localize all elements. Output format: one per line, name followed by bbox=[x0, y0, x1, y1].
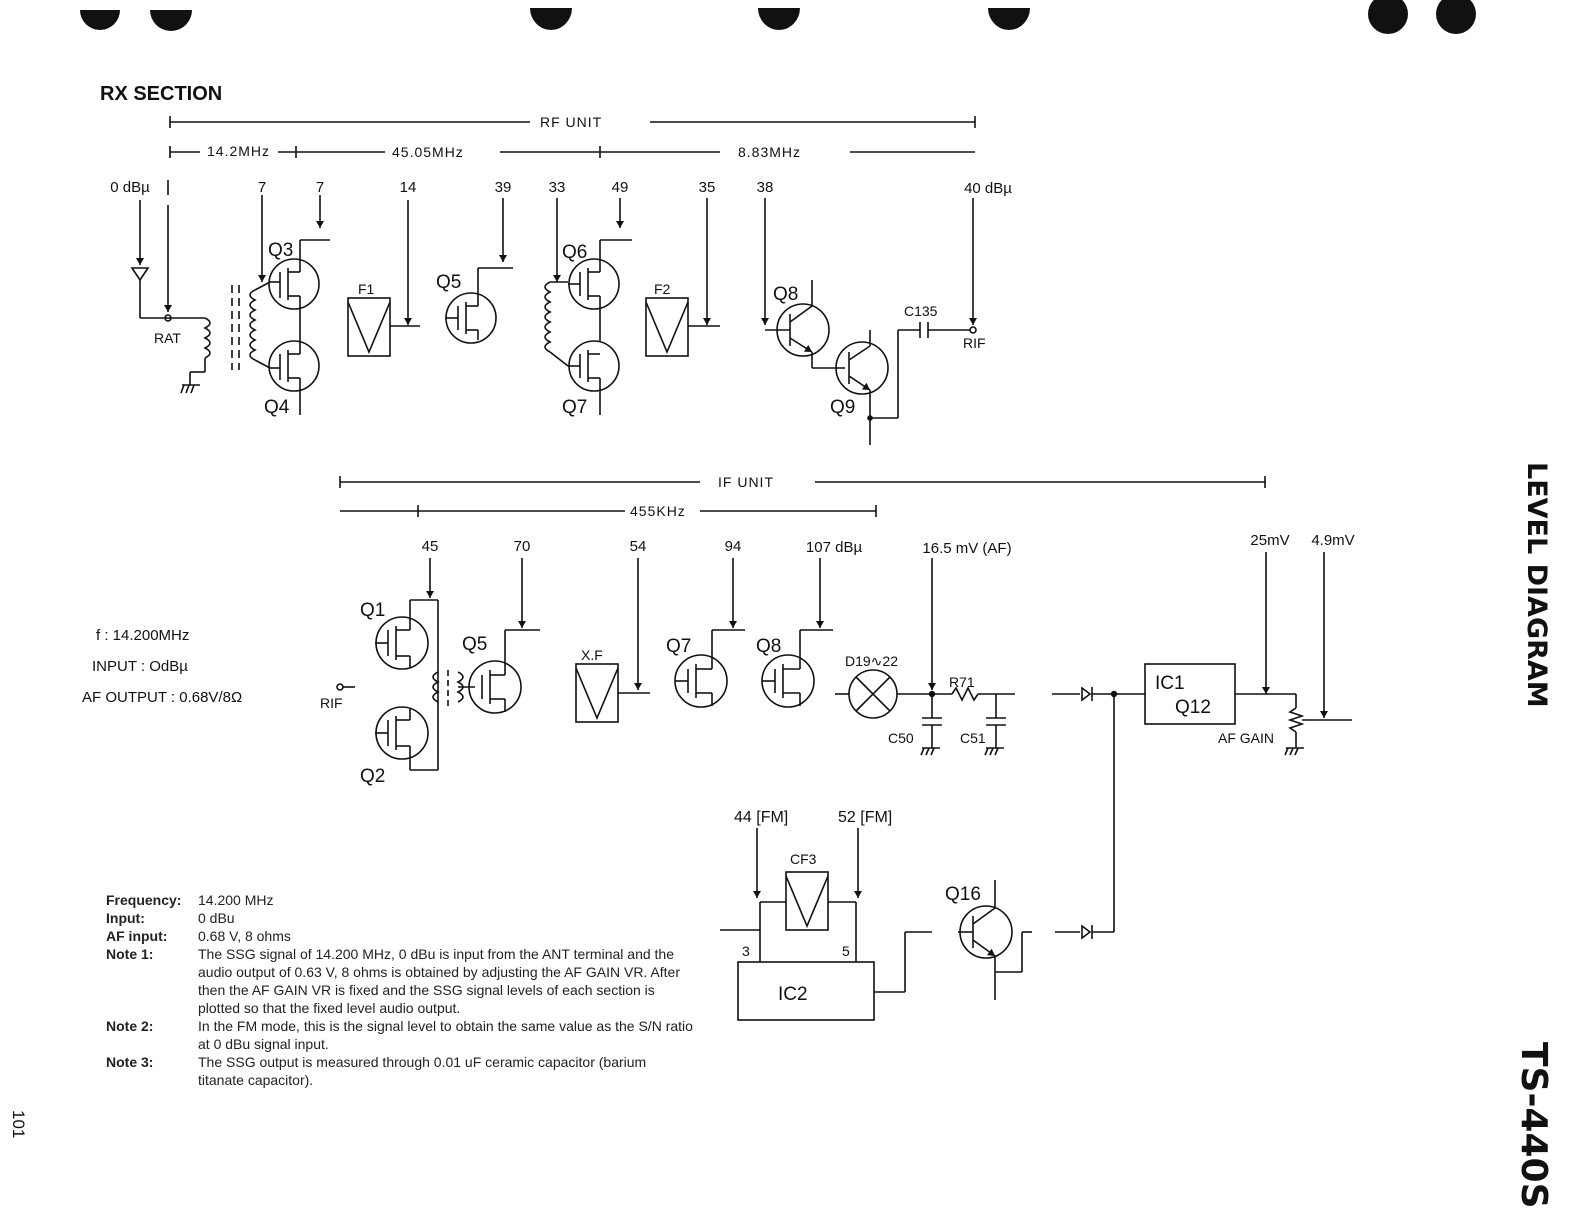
rf-level: 33 bbox=[549, 179, 566, 196]
param-input: INPUT : OdBµ bbox=[92, 658, 188, 675]
binder-hole bbox=[1436, 0, 1476, 34]
rf-freq-label: 8.83MHz bbox=[738, 144, 801, 160]
if-level: 16.5 mV (AF) bbox=[922, 540, 1011, 557]
label-q12: Q12 bbox=[1175, 697, 1211, 718]
note-key: Input: bbox=[106, 910, 145, 926]
binder-hole bbox=[150, 10, 192, 31]
note-value: The SSG signal of 14.200 MHz, 0 dBu is i… bbox=[198, 946, 681, 1016]
binder-hole bbox=[80, 10, 120, 30]
label-rif: RIF bbox=[963, 335, 986, 351]
label-f1: F1 bbox=[358, 281, 375, 297]
if-level: 70 bbox=[514, 538, 531, 555]
binder-hole bbox=[758, 8, 800, 30]
label-c135: C135 bbox=[904, 303, 938, 319]
rf-level: 35 bbox=[699, 179, 716, 196]
note-value: 0.68 V, 8 ohms bbox=[198, 928, 291, 944]
if-level: 45 bbox=[422, 538, 439, 555]
rf-level: 39 bbox=[495, 179, 512, 196]
note-row: Note 1: The SSG signal of 14.200 MHz, 0 d… bbox=[106, 945, 696, 1017]
label-pin-3: 3 bbox=[742, 943, 750, 959]
rf-level: 0 dBµ bbox=[110, 179, 150, 196]
param-af-output: AF OUTPUT : 0.68V/8Ω bbox=[82, 689, 243, 706]
note-value: 0 dBu bbox=[198, 910, 235, 926]
binder-hole bbox=[1368, 0, 1408, 34]
if-freq-label: 455KHz bbox=[630, 503, 686, 519]
label-c51: C51 bbox=[960, 730, 986, 746]
label-q2: Q2 bbox=[360, 766, 385, 787]
label-f2: F2 bbox=[654, 281, 671, 297]
label-d19: D19∿22 bbox=[845, 653, 898, 669]
binder-hole bbox=[988, 8, 1030, 30]
label-q5: Q5 bbox=[436, 272, 461, 293]
label-r71: R71 bbox=[949, 674, 975, 690]
rf-unit-label: RF UNIT bbox=[540, 114, 602, 130]
label-q9: Q9 bbox=[830, 397, 855, 418]
if-level: 54 bbox=[630, 538, 647, 555]
label-q8: Q8 bbox=[773, 284, 798, 305]
note-key: AF input: bbox=[106, 928, 168, 944]
fm-level: 52 [FM] bbox=[838, 809, 892, 826]
note-value: In the FM mode, this is the signal level… bbox=[198, 1018, 693, 1052]
label-c50: C50 bbox=[888, 730, 914, 746]
label-ic1: IC1 bbox=[1155, 673, 1185, 694]
label-q4: Q4 bbox=[264, 397, 290, 418]
label-q16: Q16 bbox=[945, 884, 981, 905]
if-unit-label: IF UNIT bbox=[718, 474, 774, 490]
rf-level: 14 bbox=[400, 179, 417, 196]
label-q5-if: Q5 bbox=[462, 634, 487, 655]
note-row: Note 2: In the FM mode, this is the signa… bbox=[106, 1017, 696, 1053]
test-parameters: f : 14.200MHz INPUT : OdBµ AF OUTPUT : 0… bbox=[82, 620, 242, 713]
note-key: Note 1: bbox=[106, 946, 154, 962]
rf-freq-label: 14.2MHz bbox=[207, 143, 270, 159]
rf-freq-label: 45.05MHz bbox=[392, 144, 464, 160]
if-level: 4.9mV bbox=[1311, 532, 1354, 549]
rf-level: 49 bbox=[612, 179, 629, 196]
rf-level: 40 dBµ bbox=[964, 180, 1012, 197]
side-title: LEVEL DIAGRAM bbox=[1521, 462, 1552, 708]
model-name: TS-440S bbox=[1513, 1042, 1554, 1209]
fm-level: 44 [FM] bbox=[734, 809, 788, 826]
note-row: Note 3: The SSG output is measured throug… bbox=[106, 1053, 696, 1089]
param-frequency: f : 14.200MHz bbox=[96, 627, 190, 644]
label-q1: Q1 bbox=[360, 600, 385, 621]
note-value: The SSG output is measured through 0.01 … bbox=[198, 1054, 647, 1088]
note-key: Note 3: bbox=[106, 1054, 154, 1070]
label-q8-if: Q8 bbox=[756, 636, 781, 657]
notes-block: Frequency: 14.200 MHz Input: 0 dBu AF inpu… bbox=[106, 891, 696, 1089]
label-rat: RAT bbox=[154, 330, 181, 346]
note-value: 14.200 MHz bbox=[198, 892, 274, 908]
label-af-gain: AF GAIN bbox=[1218, 730, 1274, 746]
note-key: Note 2: bbox=[106, 1018, 154, 1034]
rf-level: 7 bbox=[316, 179, 324, 196]
label-rif-if: RIF bbox=[320, 695, 343, 711]
rf-level: 38 bbox=[757, 179, 774, 196]
label-cf3: CF3 bbox=[790, 851, 817, 867]
note-row: Frequency: 14.200 MHz bbox=[106, 891, 696, 909]
label-q3: Q3 bbox=[268, 240, 293, 261]
label-q7: Q7 bbox=[562, 397, 587, 418]
section-title: RX SECTION bbox=[100, 83, 222, 105]
label-q6: Q6 bbox=[562, 242, 587, 263]
page-number: 101 bbox=[9, 1110, 28, 1139]
label-xf: X.F bbox=[581, 647, 603, 663]
label-pin-5: 5 bbox=[842, 943, 850, 959]
if-level: 107 dBµ bbox=[806, 539, 863, 556]
label-ic2: IC2 bbox=[778, 984, 808, 1005]
if-level: 94 bbox=[725, 538, 742, 555]
binder-hole bbox=[530, 8, 572, 30]
note-row: Input: 0 dBu bbox=[106, 909, 696, 927]
rf-level: 7 bbox=[258, 179, 266, 196]
if-level: 25mV bbox=[1250, 532, 1289, 549]
label-q7-if: Q7 bbox=[666, 636, 691, 657]
note-row: AF input: 0.68 V, 8 ohms bbox=[106, 927, 696, 945]
note-key: Frequency: bbox=[106, 892, 182, 908]
